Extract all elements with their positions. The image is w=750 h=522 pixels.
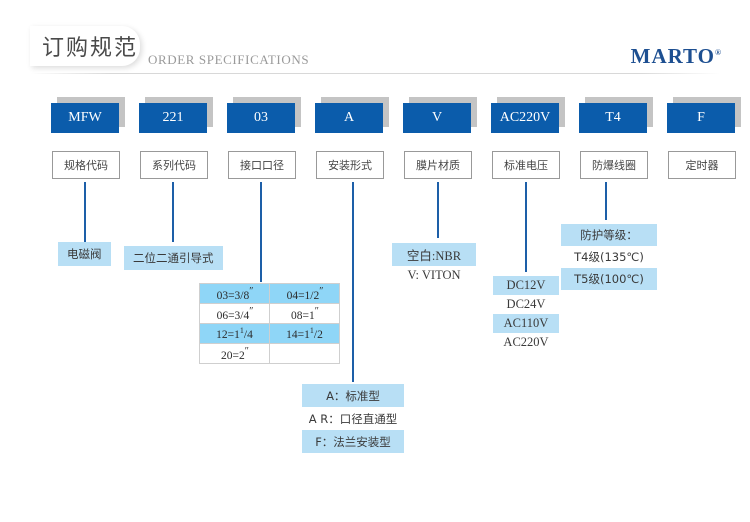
voltage-option: DC24V <box>506 297 546 311</box>
port-size-cell: 04=1/2″ <box>269 283 340 304</box>
page-title-cn: 订购规范 <box>42 36 139 61</box>
connector-line-6 <box>525 182 527 272</box>
diaphragm-material-list: 空白:NBR V: VITON <box>392 243 476 285</box>
explosion-proof-option: T4级(135℃) <box>574 250 644 264</box>
field-label-7: 防爆线圈 <box>580 151 648 179</box>
voltage-option: AC220V <box>503 335 549 349</box>
mounting-type-cell: A：标准型 <box>302 384 404 407</box>
port-size-cell-empty <box>269 343 340 364</box>
header-divider <box>30 73 720 74</box>
code-chip-8[interactable]: F <box>667 103 735 133</box>
field-label-5: 膜片材质 <box>404 151 472 179</box>
table-row: 06=3/4″ 08=1″ <box>199 303 340 324</box>
code-chip-2[interactable]: 221 <box>139 103 207 133</box>
code-chip-3[interactable]: 03 <box>227 103 295 133</box>
detail-series-code: 二位二通引导式 <box>124 246 223 270</box>
code-chip-6[interactable]: AC220V <box>491 103 559 133</box>
connector-line-7 <box>605 182 607 220</box>
field-label-3: 接口口径 <box>228 151 296 179</box>
field-label-4: 安装形式 <box>316 151 384 179</box>
diaphragm-option: 空白:NBR <box>392 243 476 266</box>
port-size-cell: 20=2″ <box>199 343 270 364</box>
brand-name: MARTO <box>630 44 716 68</box>
code-chip-1[interactable]: MFW <box>51 103 119 133</box>
connector-line-3 <box>260 182 262 282</box>
table-row: 20=2″ <box>199 343 340 364</box>
port-size-cell: 12=11/4 <box>199 323 270 344</box>
code-chip-4[interactable]: A <box>315 103 383 133</box>
brand-registered-mark: ® <box>715 48 722 57</box>
field-label-6: 标准电压 <box>492 151 560 179</box>
connector-line-1 <box>84 182 86 242</box>
connector-line-4 <box>352 182 354 382</box>
mounting-type-table: A：标准型 A R：口径直通型 F：法兰安装型 <box>302 384 404 453</box>
mounting-type-cell: F：法兰安装型 <box>302 430 404 453</box>
port-size-cell: 14=11/2 <box>269 323 340 344</box>
page-title-en: ORDER SPECIFICATIONS <box>148 52 310 67</box>
table-row: 03=3/8″ 04=1/2″ <box>199 283 340 304</box>
port-size-table: 03=3/8″ 04=1/2″ 06=3/4″ 08=1″ 12=11/4 14… <box>199 283 340 364</box>
field-label-8: 定时器 <box>668 151 736 179</box>
table-row: A：标准型 <box>302 384 404 407</box>
voltage-option: DC12V <box>493 276 559 295</box>
table-row: A R：口径直通型 <box>302 407 404 430</box>
code-chip-7[interactable]: T4 <box>579 103 647 133</box>
table-row: 12=11/4 14=11/2 <box>199 323 340 344</box>
port-size-cell: 08=1″ <box>269 303 340 324</box>
detail-spec-code: 电磁阀 <box>58 242 111 266</box>
code-chip-5[interactable]: V <box>403 103 471 133</box>
field-label-1: 规格代码 <box>52 151 120 179</box>
diaphragm-option: V: VITON <box>407 268 461 282</box>
field-label-2: 系列代码 <box>140 151 208 179</box>
connector-line-2 <box>172 182 174 242</box>
brand-logo: MARTO® <box>631 44 722 69</box>
table-row: F：法兰安装型 <box>302 430 404 453</box>
voltage-option: AC110V <box>493 314 559 333</box>
explosion-proof-option: T5级(100℃) <box>561 268 657 290</box>
mounting-type-cell: A R：口径直通型 <box>302 407 404 430</box>
port-size-cell: 06=3/4″ <box>199 303 270 324</box>
explosion-proof-list: 防护等级： T4级(135℃) T5级(100℃) <box>561 224 657 290</box>
header-tab-shape <box>30 26 140 66</box>
connector-line-5 <box>437 182 439 238</box>
explosion-proof-option: 防护等级： <box>561 224 657 246</box>
port-size-cell: 03=3/8″ <box>199 283 270 304</box>
standard-voltage-list: DC12V DC24V AC110V AC220V <box>493 276 559 352</box>
